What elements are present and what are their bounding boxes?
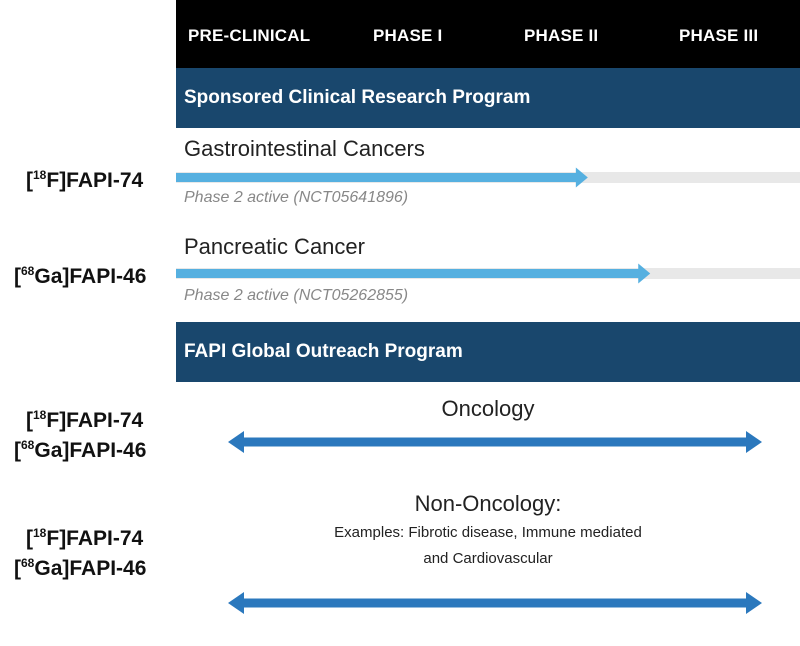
non-oncology-title: Non-Oncology: [414,491,562,516]
oncology-title: Oncology [441,396,535,421]
compound-label-fapi74: [18F]FAPI-74 [26,168,144,192]
non-oncology-examples-line1: Examples: Fibrotic disease, Immune media… [334,524,642,541]
progress-arrow-pancreatic [176,263,651,284]
outreach-arrow-oncology [228,431,762,453]
compound-label-fapi74-oncology: [18F]FAPI-74 [26,408,144,432]
compound-label-fapi46: [68Ga]FAPI-46 [14,264,147,288]
progress-arrow-gastrointestinal [176,167,588,188]
status-row1: Phase 2 active (NCT05641896) [184,189,409,206]
phase-label-preclinical: PRE-CLINICAL [188,26,311,45]
non-oncology-examples: Examples: Fibrotic disease, Immune media… [268,520,708,572]
compound-label-fapi46-nononcology: [68Ga]FAPI-46 [14,556,147,580]
indication-pancreatic: Pancreatic Cancer [184,234,365,259]
indication-gastrointestinal: Gastrointestinal Cancers [184,136,425,161]
sponsored-program-band: Sponsored Clinical Research Program [176,68,800,128]
non-oncology-examples-line2: and Cardiovascular [423,550,553,567]
outreach-arrow-non-oncology [228,592,762,614]
phase-label-phase-2: PHASE II [524,26,599,45]
outreach-program-band: FAPI Global Outreach Program [176,322,800,382]
status-row2: Phase 2 active (NCT05262855) [184,287,409,304]
phase-label-phase-3: PHASE III [679,26,759,45]
phase-label-phase-1: PHASE I [373,26,443,45]
compound-label-fapi46-oncology: [68Ga]FAPI-46 [14,438,147,462]
phase-header: PRE-CLINICAL PHASE I PHASE II PHASE III [176,0,800,68]
compound-label-fapi74-nononcology: [18F]FAPI-74 [26,526,144,550]
